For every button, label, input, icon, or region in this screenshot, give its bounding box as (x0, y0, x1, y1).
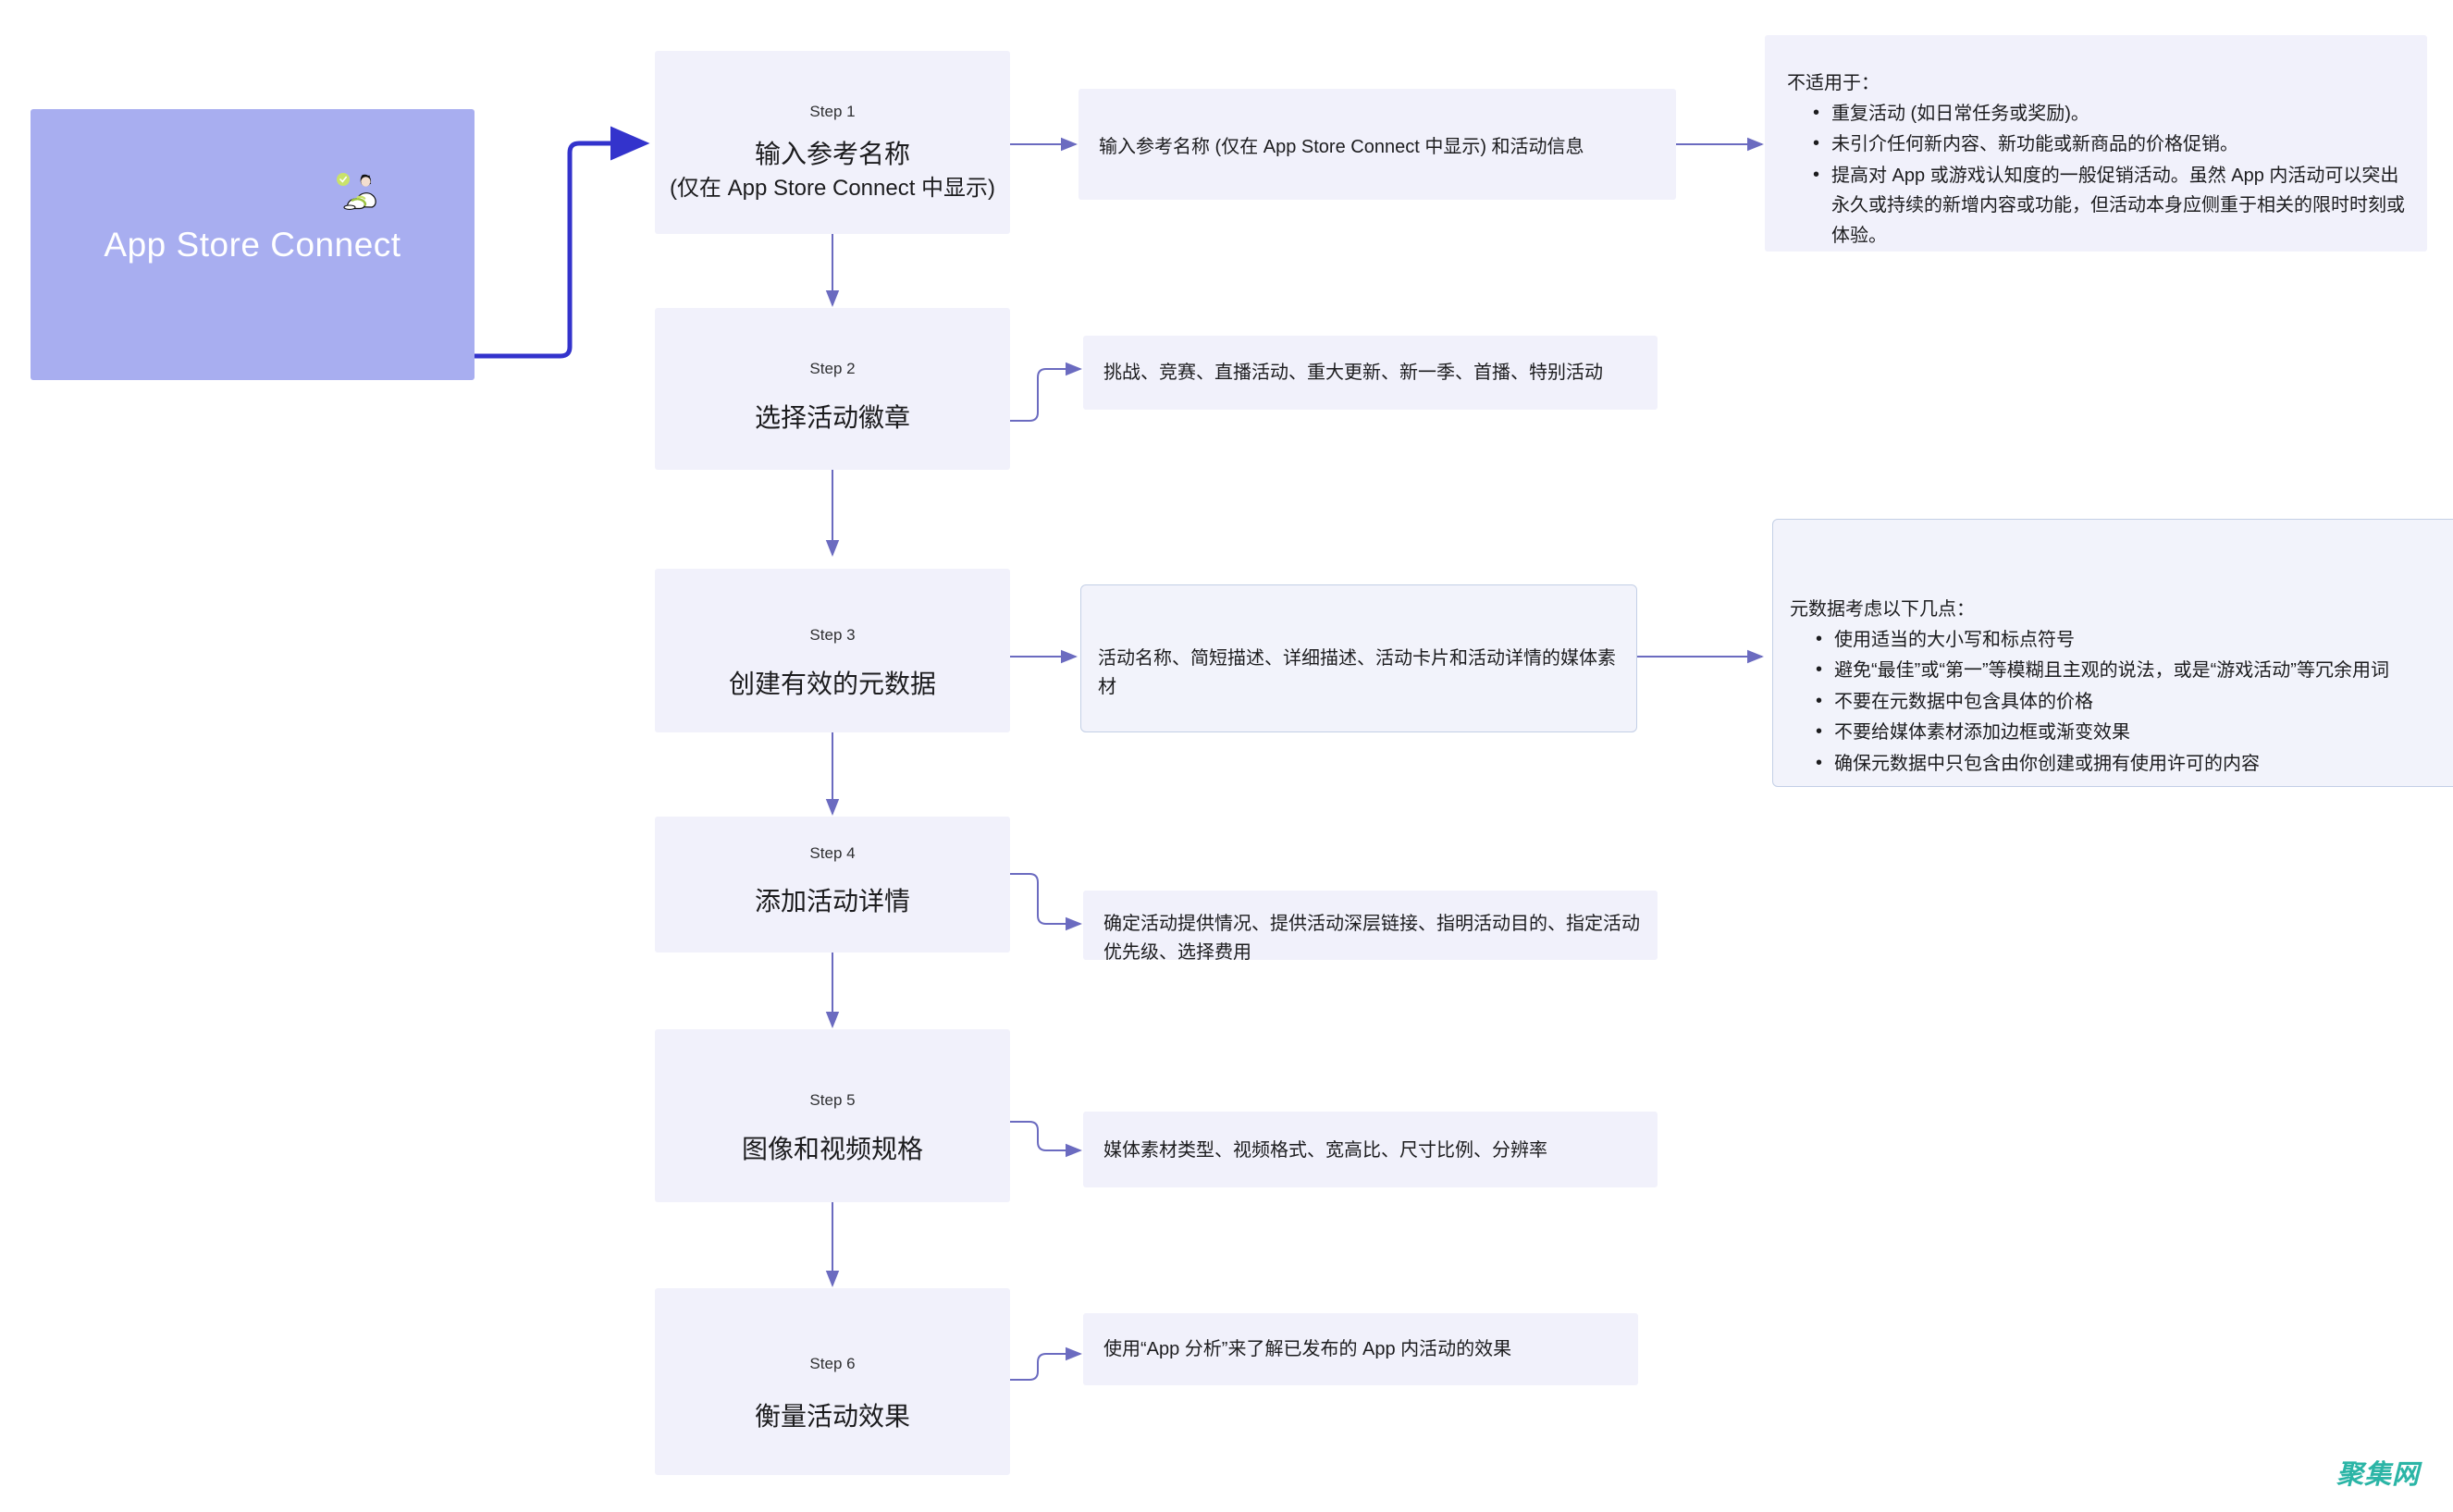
note-not-applicable-body: 不适用于： 重复活动 (如日常任务或奖励)。 未引介任何新内容、新功能或新商品的… (1787, 68, 2405, 252)
annotation-step-3: 活动名称、简短描述、详细描述、活动卡片和活动详情的媒体素材 (1080, 584, 1637, 732)
step-1-kicker: Step 1 (809, 103, 856, 120)
list-item: 确保元数据中只包含由你创建或拥有使用许可的内容 (1816, 748, 2453, 779)
person-with-badge-illustration-icon (337, 173, 376, 210)
step-6-title: 衡量活动效果 (655, 1398, 1010, 1435)
annotation-step-1-text: 输入参考名称 (仅在 App Store Connect 中显示) 和活动信息 (1099, 137, 1584, 157)
step-5-title-main: 图像和视频规格 (741, 1135, 923, 1163)
root-node-app-store-connect[interactable]: App Store Connect (31, 109, 475, 380)
list-item: 避免“最佳”或“第一”等模糊且主观的说法，或是“游戏活动”等冗余用词 (1816, 655, 2453, 685)
note-metadata-tips-list: 使用适当的大小写和标点符号 避免“最佳”或“第一”等模糊且主观的说法，或是“游戏… (1790, 624, 2453, 779)
step-3-kicker: Step 3 (809, 626, 856, 644)
note-metadata-tips-body: 元数据考虑以下几点： 使用适当的大小写和标点符号 避免“最佳”或“第一”等模糊且… (1790, 595, 2453, 780)
step-1-title-sub: (仅在 App Store Connect 中显示) (669, 175, 996, 201)
step-5-kicker: Step 5 (809, 1091, 856, 1109)
annotation-step-1: 输入参考名称 (仅在 App Store Connect 中显示) 和活动信息 (1079, 89, 1676, 200)
annotation-step-5: 媒体素材类型、视频格式、宽高比、尺寸比例、分辨率 (1083, 1112, 1658, 1187)
annotation-step-2-text: 挑战、竞赛、直播活动、重大更新、新一季、首播、特别活动 (1103, 363, 1603, 383)
annotation-step-4-text: 确定活动提供情况、提供活动深层链接、指明活动目的、指定活动优先级、选择费用 (1103, 914, 1640, 963)
step-2-kicker: Step 2 (809, 360, 856, 377)
step-node-5[interactable]: Step 5 图像和视频规格 (655, 1029, 1010, 1202)
list-item: 未引介任何新内容、新功能或新商品的价格促销。 (1813, 129, 2405, 159)
step-6-kicker: Step 6 (809, 1355, 856, 1372)
step-2-title-main: 选择活动徽章 (754, 403, 910, 432)
note-not-applicable-list: 重复活动 (如日常任务或奖励)。 未引介任何新内容、新功能或新商品的价格促销。 … (1787, 98, 2405, 251)
step-node-6[interactable]: Step 6 衡量活动效果 (655, 1288, 1010, 1475)
note-metadata-tips-heading: 元数据考虑以下几点： (1790, 599, 1975, 620)
step-4-title: 添加活动详情 (655, 883, 1010, 920)
annotation-step-4: 确定活动提供情况、提供活动深层链接、指明活动目的、指定活动优先级、选择费用 (1083, 891, 1658, 963)
list-item: 不要在元数据中包含具体的价格 (1816, 686, 2453, 717)
annotation-step-5-text: 媒体素材类型、视频格式、宽高比、尺寸比例、分辨率 (1103, 1140, 1547, 1161)
step-2-title: 选择活动徽章 (655, 400, 1010, 436)
step-5-title: 图像和视频规格 (655, 1131, 1010, 1168)
step-3-title-main: 创建有效的元数据 (728, 670, 936, 698)
watermark: 聚集网 (2336, 1460, 2420, 1490)
list-item: 不要给媒体素材添加边框或渐变效果 (1816, 717, 2453, 747)
step-node-3[interactable]: Step 3 创建有效的元数据 (655, 569, 1010, 732)
annotation-step-6-text: 使用“App 分析”来了解已发布的 App 内活动的效果 (1103, 1339, 1512, 1359)
note-not-applicable: 不适用于： 重复活动 (如日常任务或奖励)。 未引介任何新内容、新功能或新商品的… (1765, 35, 2427, 252)
step-6-title-main: 衡量活动效果 (754, 1402, 910, 1431)
annotation-step-6: 使用“App 分析”来了解已发布的 App 内活动的效果 (1083, 1313, 1638, 1385)
step-1-title: 输入参考名称 (仅在 App Store Connect 中显示) (655, 136, 1010, 204)
note-metadata-tips: 元数据考虑以下几点： 使用适当的大小写和标点符号 避免“最佳”或“第一”等模糊且… (1772, 519, 2453, 787)
note-not-applicable-heading: 不适用于： (1787, 73, 1880, 93)
list-item: 使用适当的大小写和标点符号 (1816, 624, 2453, 655)
step-node-1[interactable]: Step 1 输入参考名称 (仅在 App Store Connect 中显示) (655, 51, 1010, 234)
step-3-title: 创建有效的元数据 (655, 666, 1010, 703)
root-node-title: App Store Connect (104, 225, 401, 264)
step-1-title-main: 输入参考名称 (754, 140, 910, 168)
annotation-step-2: 挑战、竞赛、直播活动、重大更新、新一季、首播、特别活动 (1083, 336, 1658, 410)
step-4-title-main: 添加活动详情 (754, 887, 910, 916)
list-item: 提高对 App 或游戏认知度的一般促销活动。虽然 App 内活动可以突出永久或持… (1813, 160, 2405, 251)
step-4-kicker: Step 4 (809, 844, 856, 862)
list-item: 重复活动 (如日常任务或奖励)。 (1813, 98, 2405, 129)
step-node-4[interactable]: Step 4 添加活动详情 (655, 817, 1010, 953)
step-node-2[interactable]: Step 2 选择活动徽章 (655, 308, 1010, 470)
annotation-step-3-text: 活动名称、简短描述、详细描述、活动卡片和活动详情的媒体素材 (1098, 648, 1616, 697)
